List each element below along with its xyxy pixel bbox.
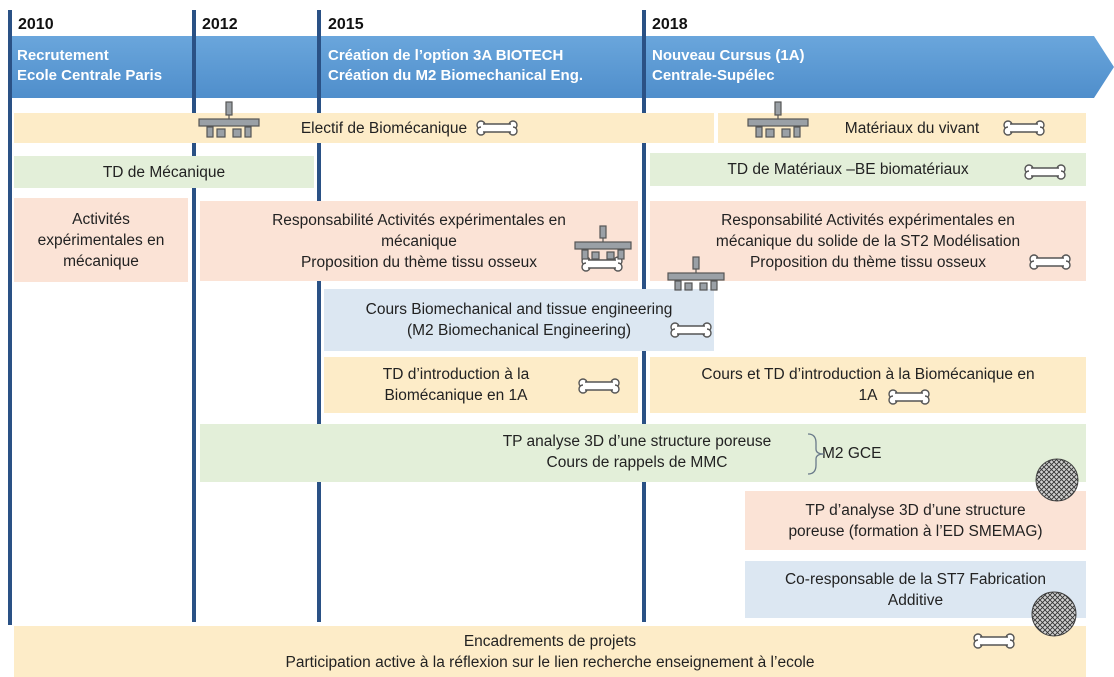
responsabilite-2018-label: Responsabilité Activités expérimentales … (715, 211, 1021, 271)
td-introduction-label: TD d’introduction à la Biomécanique en 1… (382, 366, 530, 404)
m2-gce-label: M2 GCE (822, 445, 882, 462)
timeline-line-2015 (317, 10, 321, 622)
responsabilite-2012-box: Responsabilité Activités expérimentales … (200, 201, 638, 281)
year-label-2012: 2012 (202, 16, 238, 33)
header-creation-option: Création de l’option 3A BIOTECH Création… (328, 47, 584, 84)
co-responsable-label: Co-responsable de la ST7 Fabrication Add… (784, 570, 1047, 609)
materiaux-vivant-label: Matériaux du vivant (844, 119, 980, 137)
cours-biomechanical-box: Cours Biomechanical and tissue engineeri… (324, 289, 714, 351)
timeline-line-2010 (8, 10, 12, 625)
balance-icon (747, 101, 809, 138)
bone-icon (1029, 254, 1071, 270)
year-label-2010: 2010 (18, 16, 54, 33)
cours-td-introduction-box: Cours et TD d’introduction à la Biomécan… (650, 357, 1086, 413)
curly-brace-icon (807, 433, 825, 475)
bone-icon (973, 633, 1015, 649)
activites-label: Activités expérimentales en mécanique (37, 210, 165, 270)
header-recrutement: Recrutement Ecole Centrale Paris (17, 47, 163, 84)
lattice-sphere-icon (1031, 591, 1077, 637)
bone-icon (1003, 120, 1045, 136)
responsabilite-2018-box: Responsabilité Activités expérimentales … (650, 201, 1086, 281)
balance-icon (667, 256, 725, 291)
tp-smemag-label: TP d’analyse 3D d’une structure poreuse … (788, 501, 1043, 540)
co-responsable-box: Co-responsable de la ST7 Fabrication Add… (745, 561, 1086, 618)
td-mecanique-label: TD de Mécanique (102, 163, 226, 181)
cours-td-introduction-label: Cours et TD d’introduction à la Biomécan… (701, 366, 1035, 404)
bone-icon (476, 120, 518, 136)
year-label-2015: 2015 (328, 16, 364, 33)
lattice-sphere-icon (1035, 458, 1079, 502)
tp-analyse-box: TP analyse 3D d’une structure poreuse Co… (200, 424, 1086, 482)
activites-experimentales-box: Activités expérimentales en mécanique (14, 198, 188, 282)
tp-analyse-label: TP analyse 3D d’une structure poreuse Co… (502, 433, 772, 471)
header-nouveau-cursus: Nouveau Cursus (1A) Centrale-Supélec (652, 47, 805, 84)
timeline-arrow (10, 36, 1114, 98)
bone-icon (578, 378, 620, 394)
electif-label: Electif de Biomécanique (300, 119, 468, 137)
cours-biomechanical-label: Cours Biomechanical and tissue engineeri… (365, 301, 673, 339)
encadrements-label: Encadrements de projets Participation ac… (285, 632, 815, 671)
bone-icon (670, 322, 712, 338)
bone-icon (1024, 164, 1066, 180)
bone-icon (888, 389, 930, 405)
responsabilite-2012-label: Responsabilité Activités expérimentales … (272, 211, 566, 271)
year-label-2018: 2018 (652, 16, 688, 33)
td-materiaux-box: TD de Matériaux –BE biomatériaux (650, 153, 1086, 186)
balance-icon (198, 101, 260, 138)
encadrements-box: Encadrements de projets Participation ac… (14, 626, 1086, 677)
electif-biomecanique-box: Electif de Biomécanique (14, 113, 714, 143)
timeline-line-2012 (192, 10, 196, 622)
tp-smemag-box: TP d’analyse 3D d’une structure poreuse … (745, 491, 1086, 550)
balance-icon (574, 225, 632, 260)
td-materiaux-label: TD de Matériaux –BE biomatériaux (727, 161, 969, 178)
td-mecanique-box: TD de Mécanique (14, 156, 314, 188)
